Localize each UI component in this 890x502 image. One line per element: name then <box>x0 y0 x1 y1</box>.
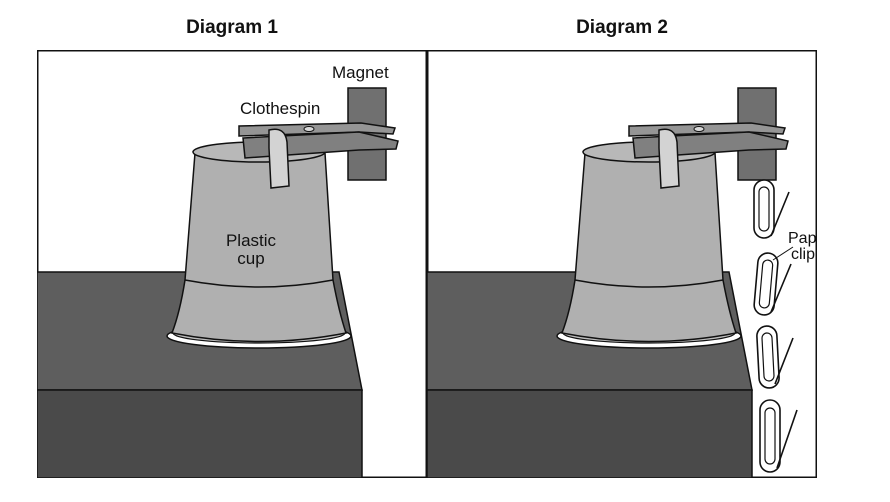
paper-clip <box>756 325 794 389</box>
paper-clip-chain <box>753 179 798 473</box>
paper-clip <box>759 399 798 473</box>
plastic-cup <box>556 141 742 349</box>
plastic-cup <box>166 141 352 349</box>
clothespin <box>628 122 789 189</box>
diagram-1-title: Diagram 1 <box>186 17 278 38</box>
paper-clip-label-line2: clip <box>791 246 815 263</box>
clothespin-label: Clothespin <box>240 99 320 118</box>
cup-label-line1: Plastic <box>226 231 277 250</box>
magnet-label: Magnet <box>332 63 389 82</box>
paper-clip <box>753 179 790 239</box>
paper-clip-label-line1: Paper <box>788 230 817 247</box>
diagram-2-title: Diagram 2 <box>576 17 668 38</box>
paper-clip <box>753 252 792 316</box>
diagram-1-panel: Magnet Clothespin Plastic cup <box>37 50 427 478</box>
cup-label-line2: cup <box>237 249 264 268</box>
diagram-2-panel: Paper clip <box>427 50 817 478</box>
paper-clip-leader-line <box>772 246 794 261</box>
clothespin <box>238 122 399 189</box>
